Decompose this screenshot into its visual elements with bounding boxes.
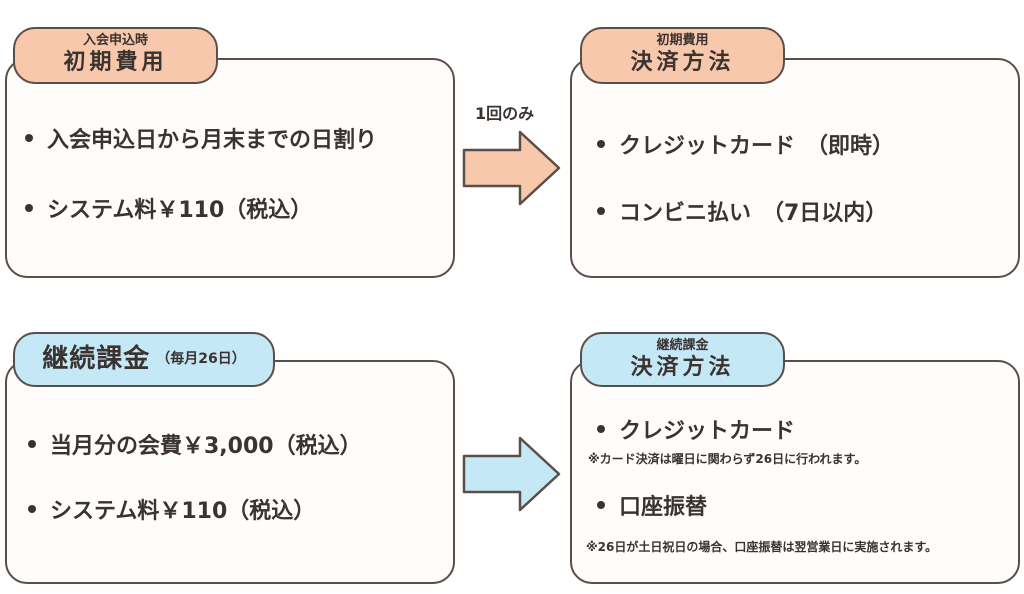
list-item: システム料￥110（税込） bbox=[28, 493, 315, 525]
list-item: コンビニ払い （7日以内） bbox=[597, 195, 887, 227]
initial-fee-tab-subtitle: 入会申込時 bbox=[82, 33, 148, 48]
right-arrow-icon bbox=[462, 130, 561, 206]
recurring-fee-tab-note: （毎月26日） bbox=[156, 351, 246, 368]
initial-fee-tab-title: 初期費用 bbox=[63, 49, 168, 75]
initial-fee-panel bbox=[5, 58, 455, 278]
bullet-icon bbox=[597, 501, 605, 509]
list-item: 口座振替 bbox=[597, 489, 707, 521]
arrow-top-label: 1回のみ bbox=[475, 104, 535, 123]
recurring-payment-tab-title: 決済方法 bbox=[630, 354, 735, 380]
initial-payment-tab-subtitle: 初期費用 bbox=[656, 33, 709, 48]
initial-payment-tab-title: 決済方法 bbox=[630, 49, 735, 75]
bullet-icon bbox=[25, 204, 33, 212]
bullet-icon bbox=[28, 440, 36, 448]
bullet-icon bbox=[25, 134, 33, 142]
initial-payment-panel bbox=[570, 58, 1020, 278]
recurring-payment-tab-subtitle: 継続課金 bbox=[656, 338, 709, 353]
initial-fee-tab: 入会申込時 初期費用 bbox=[13, 27, 218, 84]
card-payment-note: ※カード決済は曜日に関わらず26日に行われます。 bbox=[588, 452, 867, 466]
bullet-icon bbox=[597, 425, 605, 433]
recurring-payment-panel bbox=[570, 360, 1020, 584]
recurring-payment-tab: 継続課金 決済方法 bbox=[580, 332, 785, 387]
recurring-fee-tab: 継続課金 （毎月26日） bbox=[13, 332, 275, 387]
initial-payment-tab: 初期費用 決済方法 bbox=[580, 27, 785, 84]
recurring-fee-panel bbox=[5, 360, 455, 584]
list-item: システム料￥110（税込） bbox=[25, 192, 312, 224]
bullet-icon bbox=[28, 505, 36, 513]
bank-transfer-note: ※26日が土日祝日の場合、口座振替は翌営業日に実施されます。 bbox=[586, 540, 938, 554]
bullet-icon bbox=[597, 207, 605, 215]
recurring-fee-tab-title: 継続課金 bbox=[42, 343, 151, 374]
list-item: クレジットカード （即時） bbox=[597, 128, 894, 160]
list-item: 入会申込日から月末までの日割り bbox=[25, 122, 377, 154]
list-item: 当月分の会費￥3,000（税込） bbox=[28, 428, 362, 460]
bullet-icon bbox=[597, 140, 605, 148]
list-item: クレジットカード bbox=[597, 413, 795, 445]
right-arrow-icon bbox=[462, 436, 561, 512]
